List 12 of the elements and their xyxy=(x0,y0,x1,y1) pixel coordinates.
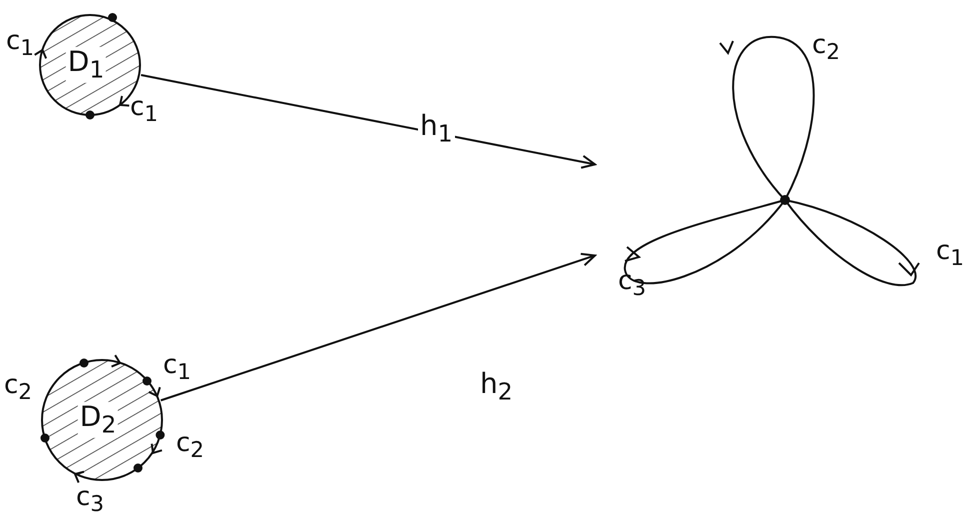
arrow xyxy=(140,74,596,169)
curve-label: c$_{2}$ xyxy=(812,32,840,64)
disk-label: D$_{2}$ xyxy=(78,402,118,438)
curve-label: c$_{2}$ xyxy=(176,430,204,462)
curve-label: c$_{1}$ xyxy=(936,238,963,270)
curve-label: c$_{1}$ xyxy=(163,352,192,384)
curve-label: c$_{1}$ xyxy=(6,28,34,60)
curve-label: c$_{1}$ xyxy=(130,94,158,126)
disk-label: D$_{1}$ xyxy=(66,46,106,84)
curve-label: c$_{2}$ xyxy=(4,372,32,404)
arrow xyxy=(160,252,596,402)
curve-label: c$_{3}$ xyxy=(76,484,104,516)
